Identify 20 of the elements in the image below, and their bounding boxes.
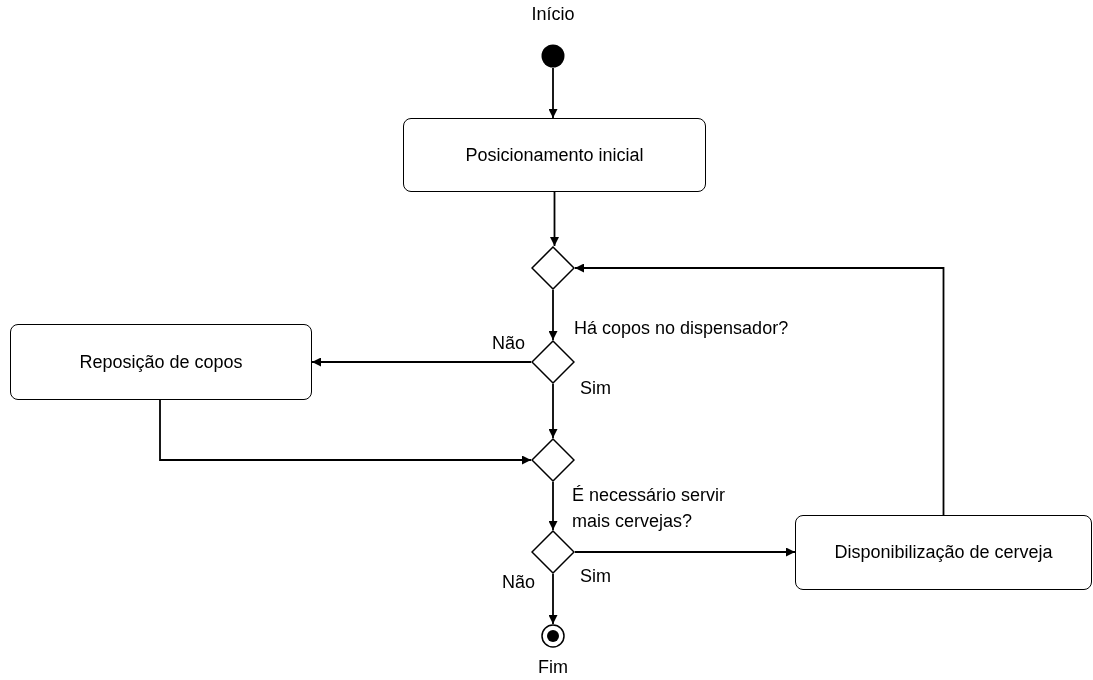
- arrow: [311, 357, 532, 367]
- action-box: Posicionamento inicial: [403, 118, 706, 192]
- arrow: [574, 263, 945, 516]
- condition-label: Há copos no dispensador?: [572, 318, 791, 339]
- arrow: [548, 67, 558, 119]
- decision-diamond: [531, 340, 575, 384]
- arrow: [550, 191, 559, 247]
- action-box: Disponibilização de cerveja: [795, 515, 1092, 590]
- arrow: [548, 289, 558, 341]
- decision-diamond: [531, 530, 575, 574]
- decision-diamond: [531, 438, 575, 482]
- initial-node: Início: [523, 4, 583, 68]
- arrow: [159, 399, 532, 465]
- final-node: Fim: [528, 624, 578, 678]
- arrow: [548, 383, 558, 439]
- arrow: [548, 481, 558, 531]
- arrow: [548, 573, 558, 625]
- arrow: [574, 547, 796, 557]
- action-box: Reposição de copos: [10, 324, 312, 400]
- decision-diamond: [531, 246, 575, 290]
